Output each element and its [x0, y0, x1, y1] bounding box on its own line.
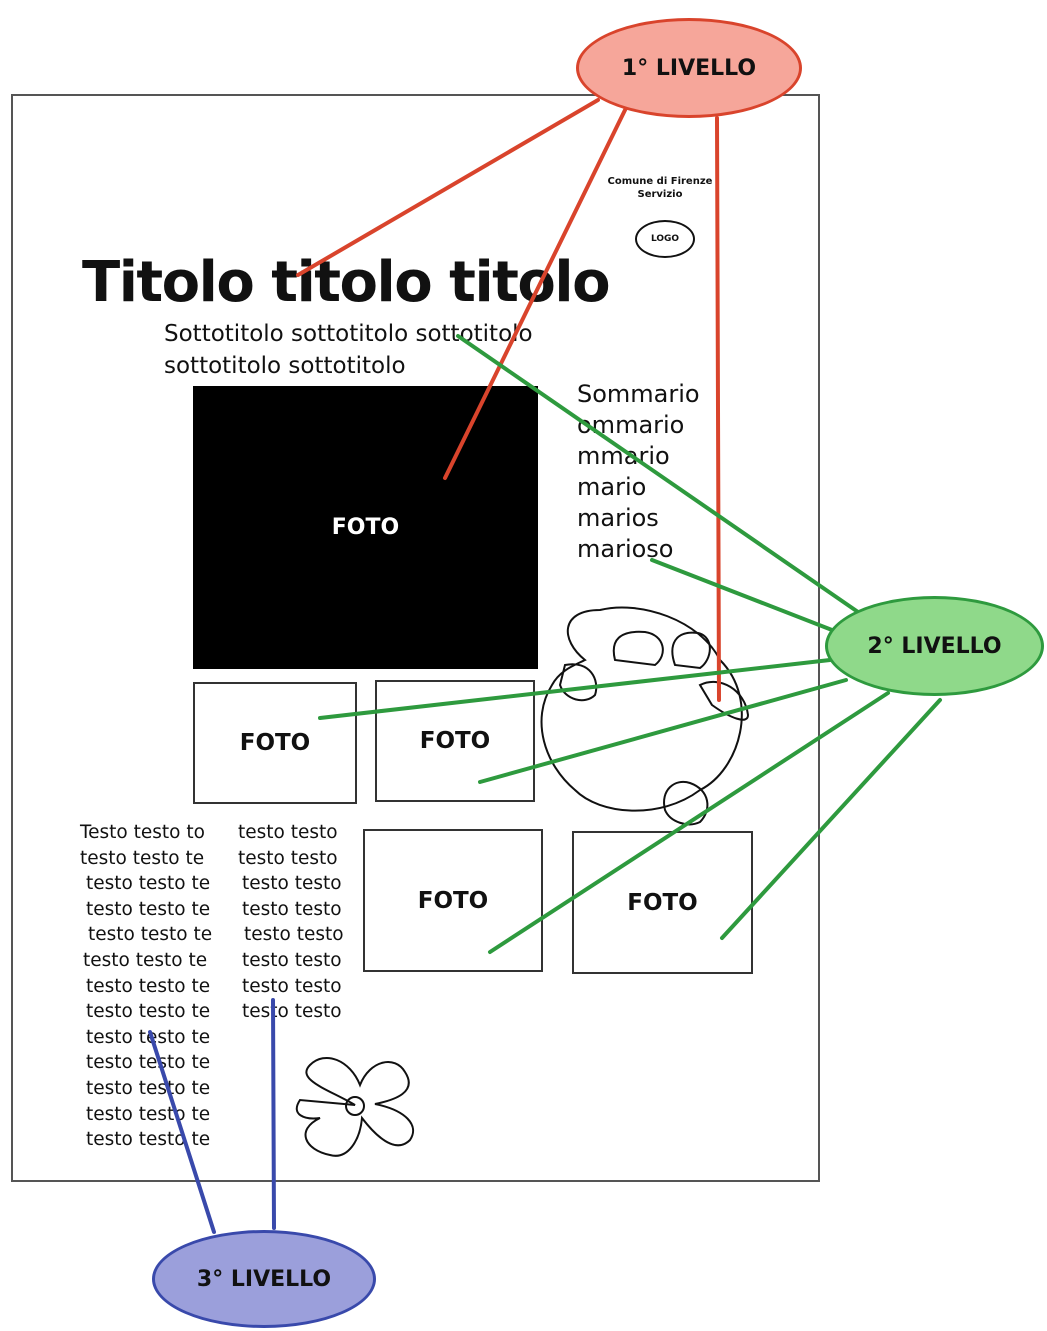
text-line: testo testo te	[83, 949, 208, 971]
turtle-doodle-icon	[540, 606, 743, 812]
text-line: testo testo te	[86, 1026, 211, 1048]
photo-label: FOTO	[417, 887, 489, 914]
summary: Sommario ommario mmario mario marios mar…	[577, 379, 700, 565]
text-line: testo testo	[242, 898, 342, 920]
level-1-ellipse: 1° LIVELLO	[576, 18, 802, 118]
level2-connector-summary	[650, 558, 834, 632]
level2-connector-photo1	[318, 658, 832, 720]
logo-placeholder: LOGO	[635, 220, 695, 258]
text-column-2: testo testo testo testo testo testo test…	[238, 820, 344, 1025]
level-2-ellipse: 2° LIVELLO	[825, 596, 1044, 696]
text-line: testo testo	[242, 949, 342, 971]
text-line: Testo testo to	[80, 822, 205, 843]
main-photo-label: FOTO	[331, 515, 400, 540]
text-line: testo testo te	[86, 1052, 211, 1074]
level-1-label: 1° LIVELLO	[621, 55, 757, 81]
text-line: testo testo te	[86, 1001, 211, 1023]
page-title: Titolo titolo titolo	[82, 250, 611, 315]
photo-label: FOTO	[419, 728, 491, 754]
level-3-label: 3° LIVELLO	[196, 1266, 332, 1292]
turtle-flipper-icon	[663, 780, 709, 826]
photo-label: FOTO	[239, 730, 311, 756]
org-line-1: Comune di Firenze	[607, 176, 713, 187]
text-line: testo testo	[242, 1001, 342, 1023]
level1-connector-header	[715, 116, 721, 702]
text-line: testo testo	[238, 847, 338, 869]
summary-line: marios	[577, 504, 659, 532]
summary-line: mmario	[577, 442, 670, 470]
text-line: testo testo te	[86, 1129, 211, 1151]
flower-doodle-icon	[295, 1056, 415, 1157]
level-2-label: 2° LIVELLO	[867, 633, 1002, 659]
level3-connector-col2	[271, 998, 276, 1230]
text-line: testo testo te	[86, 898, 211, 920]
text-line: testo testo te	[86, 1077, 211, 1099]
level2-connector-subtitle	[456, 334, 860, 614]
text-line: testo testo	[238, 822, 338, 843]
flower-center-icon	[345, 1096, 365, 1116]
text-line: testo testo	[244, 924, 344, 946]
level1-connector-title	[296, 98, 600, 277]
text-line: testo testo te	[86, 975, 211, 997]
photo-box-2: FOTO	[375, 680, 535, 802]
summary-line: marioso	[577, 535, 674, 563]
summary-line: Sommario	[577, 380, 700, 408]
turtle-flipper-icon	[671, 631, 711, 670]
level2-connector-photo3	[488, 691, 890, 954]
main-photo: FOTO	[193, 386, 538, 669]
text-line: testo testo te	[86, 873, 211, 895]
level1-connector-photo	[443, 106, 628, 480]
summary-line: ommario	[577, 411, 685, 439]
page-frame	[11, 94, 820, 1182]
org-line-2: Servizio	[637, 189, 683, 200]
level2-connector-photo4	[720, 698, 942, 940]
photo-box-3: FOTO	[363, 829, 543, 972]
level-3-ellipse: 3° LIVELLO	[152, 1230, 376, 1328]
level2-connector-photo2	[478, 678, 848, 784]
text-line: testo testo	[242, 873, 342, 895]
text-line: testo testo	[242, 975, 342, 997]
text-line: testo testo te	[80, 847, 205, 869]
turtle-flipper-icon	[612, 630, 664, 667]
photo-box-1: FOTO	[193, 682, 357, 804]
logo-label: LOGO	[650, 234, 680, 244]
photo-box-4: FOTO	[572, 831, 753, 974]
text-line: testo testo te	[88, 924, 213, 946]
photo-label: FOTO	[627, 889, 698, 916]
organization-header: Comune di Firenze Servizio	[600, 175, 720, 201]
summary-line: mario	[577, 473, 647, 501]
text-column-1: Testo testo to testo testo te testo test…	[80, 820, 212, 1153]
subtitle: Sottotitolo sottotitolo sottotitolo sott…	[164, 318, 533, 382]
level3-connector-col1	[148, 1030, 216, 1234]
subtitle-line: sottotitolo sottotitolo	[164, 353, 406, 379]
